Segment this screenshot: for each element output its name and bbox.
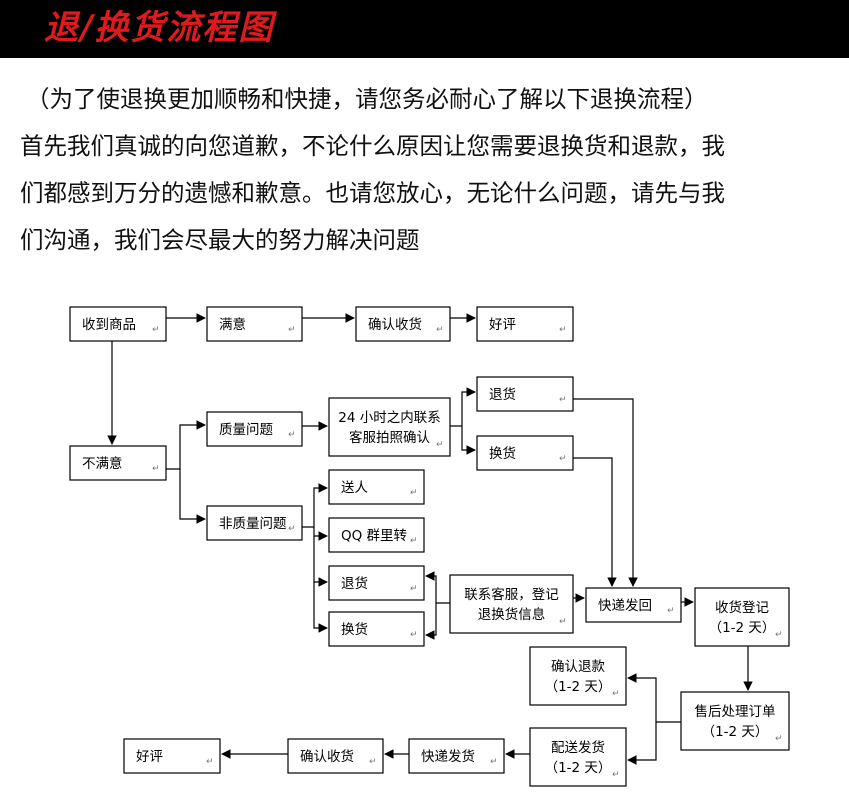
- node-confirm-receipt-top: 确认收货 ↵: [355, 306, 451, 342]
- edge-nonquality-return: [313, 536, 328, 587]
- node-receipt-register: 收货登记 （1-2 天）↵: [694, 587, 790, 647]
- node-label: （1-2 天）: [545, 760, 612, 776]
- node-label: 非质量问题: [219, 516, 287, 532]
- node-label: 不满意: [82, 455, 123, 472]
- edge-contact-exchange: [461, 426, 476, 455]
- edge-nonquality-gift: [302, 483, 328, 528]
- node-courier-ship: 快递发货 ↵: [408, 738, 505, 774]
- node-good-review-bottom: 好评 ↵: [123, 738, 221, 774]
- paragraph-mark-icon: ↵: [775, 630, 783, 640]
- node-label: 换货: [489, 445, 516, 462]
- edge-aftersale-dispatch: [627, 722, 657, 765]
- paragraph-mark-icon: ↵: [490, 757, 498, 767]
- edge-unsatisfied-quality: [166, 420, 206, 470]
- intro-line: 们都感到万分的遗憾和歉意。也请您放心，无论什么问题，请先与我: [20, 179, 725, 207]
- node-unsatisfied: 不满意 ↵: [69, 445, 167, 481]
- node-label: QQ 群里转: [341, 528, 407, 544]
- node-exchange-a: 换货 ↵: [476, 435, 574, 471]
- edge-nonquality-exchange: [313, 582, 328, 633]
- edge-exchange-shipback: [573, 457, 617, 587]
- node-label: 客服拍照确认: [349, 429, 430, 446]
- flowchart-edges: [107, 313, 753, 765]
- paragraph-mark-icon: ↵: [775, 734, 783, 744]
- edge-nonquality-qq: [313, 527, 328, 541]
- paragraph-mark-icon: ↵: [667, 606, 675, 616]
- node-label: （1-2 天）: [709, 620, 776, 636]
- node-satisfied: 满意 ↵: [206, 306, 303, 342]
- node-label: 退换货信息: [478, 606, 546, 623]
- paragraph-mark-icon: ↵: [288, 325, 296, 335]
- node-label: 确认收货: [300, 748, 354, 765]
- node-label: 送人: [341, 480, 368, 496]
- edge-register-exchange: [425, 603, 437, 640]
- node-label: （1-2 天）: [702, 724, 769, 740]
- paragraph-mark-icon: ↵: [410, 536, 418, 546]
- paragraph-mark-icon: ↵: [152, 464, 160, 474]
- edge-return-shipback: [573, 398, 638, 587]
- node-label: 售后处理订单: [695, 704, 776, 720]
- node-label: 好评: [136, 749, 163, 765]
- node-label: 24 小时之内联系: [338, 410, 440, 426]
- node-label: 退货: [489, 386, 516, 403]
- node-exchange-b: 换货 ↵: [328, 611, 425, 647]
- intro-line: （为了使退换更加顺畅和快捷，请您务必耐心了解以下退换流程）: [26, 85, 708, 113]
- paragraph-mark-icon: ↵: [612, 689, 620, 699]
- node-label: 满意: [219, 316, 246, 333]
- node-confirm-refund: 确认退款 （1-2 天）↵: [529, 646, 627, 706]
- node-non-quality-issue: 非质量问题↵: [206, 505, 303, 541]
- paragraph-mark-icon: ↵: [152, 325, 160, 335]
- node-label: 收到商品: [82, 317, 136, 333]
- node-label: 快递发回: [598, 598, 652, 614]
- page-title: 退/换货流程图: [44, 8, 275, 48]
- header-bar: 退/换货流程图: [0, 0, 849, 58]
- node-good-review-top: 好评 ↵: [476, 306, 574, 342]
- node-confirm-receipt-bottom: 确认收货 ↵: [287, 738, 384, 774]
- node-label: 换货: [341, 621, 368, 638]
- node-return-b: 退货 ↵: [328, 565, 425, 601]
- node-dispatch: 配送发货 （1-2 天）↵: [529, 727, 627, 787]
- paragraph-mark-icon: ↵: [559, 325, 567, 335]
- node-quality-issue: 质量问题 ↵: [206, 411, 303, 447]
- paragraph-mark-icon: ↵: [436, 440, 444, 450]
- node-after-sale: 售后处理订单 （1-2 天） ↵: [680, 691, 790, 751]
- paragraph-mark-icon: ↵: [559, 395, 567, 405]
- node-gift: 送人 ↵: [328, 469, 425, 505]
- node-label: 收货登记: [715, 599, 769, 616]
- paragraph-mark-icon: ↵: [288, 430, 296, 440]
- intro-text: （为了使退换更加顺畅和快捷，请您务必耐心了解以下退换流程） 首先我们真诚的向您道…: [20, 76, 840, 264]
- node-label: 确认退款: [551, 659, 605, 675]
- paragraph-mark-icon: ↵: [410, 584, 418, 594]
- paragraph-mark-icon: ↵: [559, 454, 567, 464]
- node-qq-group: QQ 群里转↵: [328, 517, 425, 553]
- paragraph-mark-icon: ↵: [410, 488, 418, 498]
- paragraph-mark-icon: ↵: [436, 325, 444, 335]
- node-label: 退货: [341, 575, 368, 592]
- node-label: 确认收货: [368, 316, 422, 333]
- paragraph-mark-icon: ↵: [559, 617, 567, 627]
- paragraph-mark-icon: ↵: [612, 770, 620, 780]
- node-label: 联系客服，登记: [464, 586, 559, 603]
- intro-line: 首先我们真诚的向您道歉，不论什么原因让您需要退换货和退款，我: [20, 132, 725, 160]
- node-receive: 收到商品 ↵: [69, 306, 167, 342]
- node-label: 质量问题: [219, 422, 273, 438]
- node-label: 配送发货: [551, 739, 605, 756]
- node-label: （1-2 天）: [545, 679, 612, 695]
- paragraph-mark-icon: ↵: [410, 630, 418, 640]
- node-ship-back: 快递发回 ↵: [585, 587, 682, 623]
- edge-register-return: [425, 571, 450, 604]
- node-label: 快递发货: [421, 748, 475, 765]
- flowchart-nodes: 收到商品↵满意↵确认收货↵好评↵不满意↵质量问题↵24 小时之内联系客服拍照确认…: [69, 306, 790, 787]
- edge-contact-return: [450, 387, 476, 427]
- node-label: 好评: [489, 317, 516, 333]
- paragraph-mark-icon: ↵: [206, 757, 214, 767]
- edge-aftersale-refund: [627, 673, 681, 723]
- edge-unsatisfied-nonquality: [179, 469, 206, 524]
- node-return-a: 退货 ↵: [476, 376, 574, 412]
- paragraph-mark-icon: ↵: [288, 524, 296, 534]
- paragraph-mark-icon: ↵: [369, 757, 377, 767]
- intro-line: 们沟通，我们会尽最大的努力解决问题: [20, 226, 420, 254]
